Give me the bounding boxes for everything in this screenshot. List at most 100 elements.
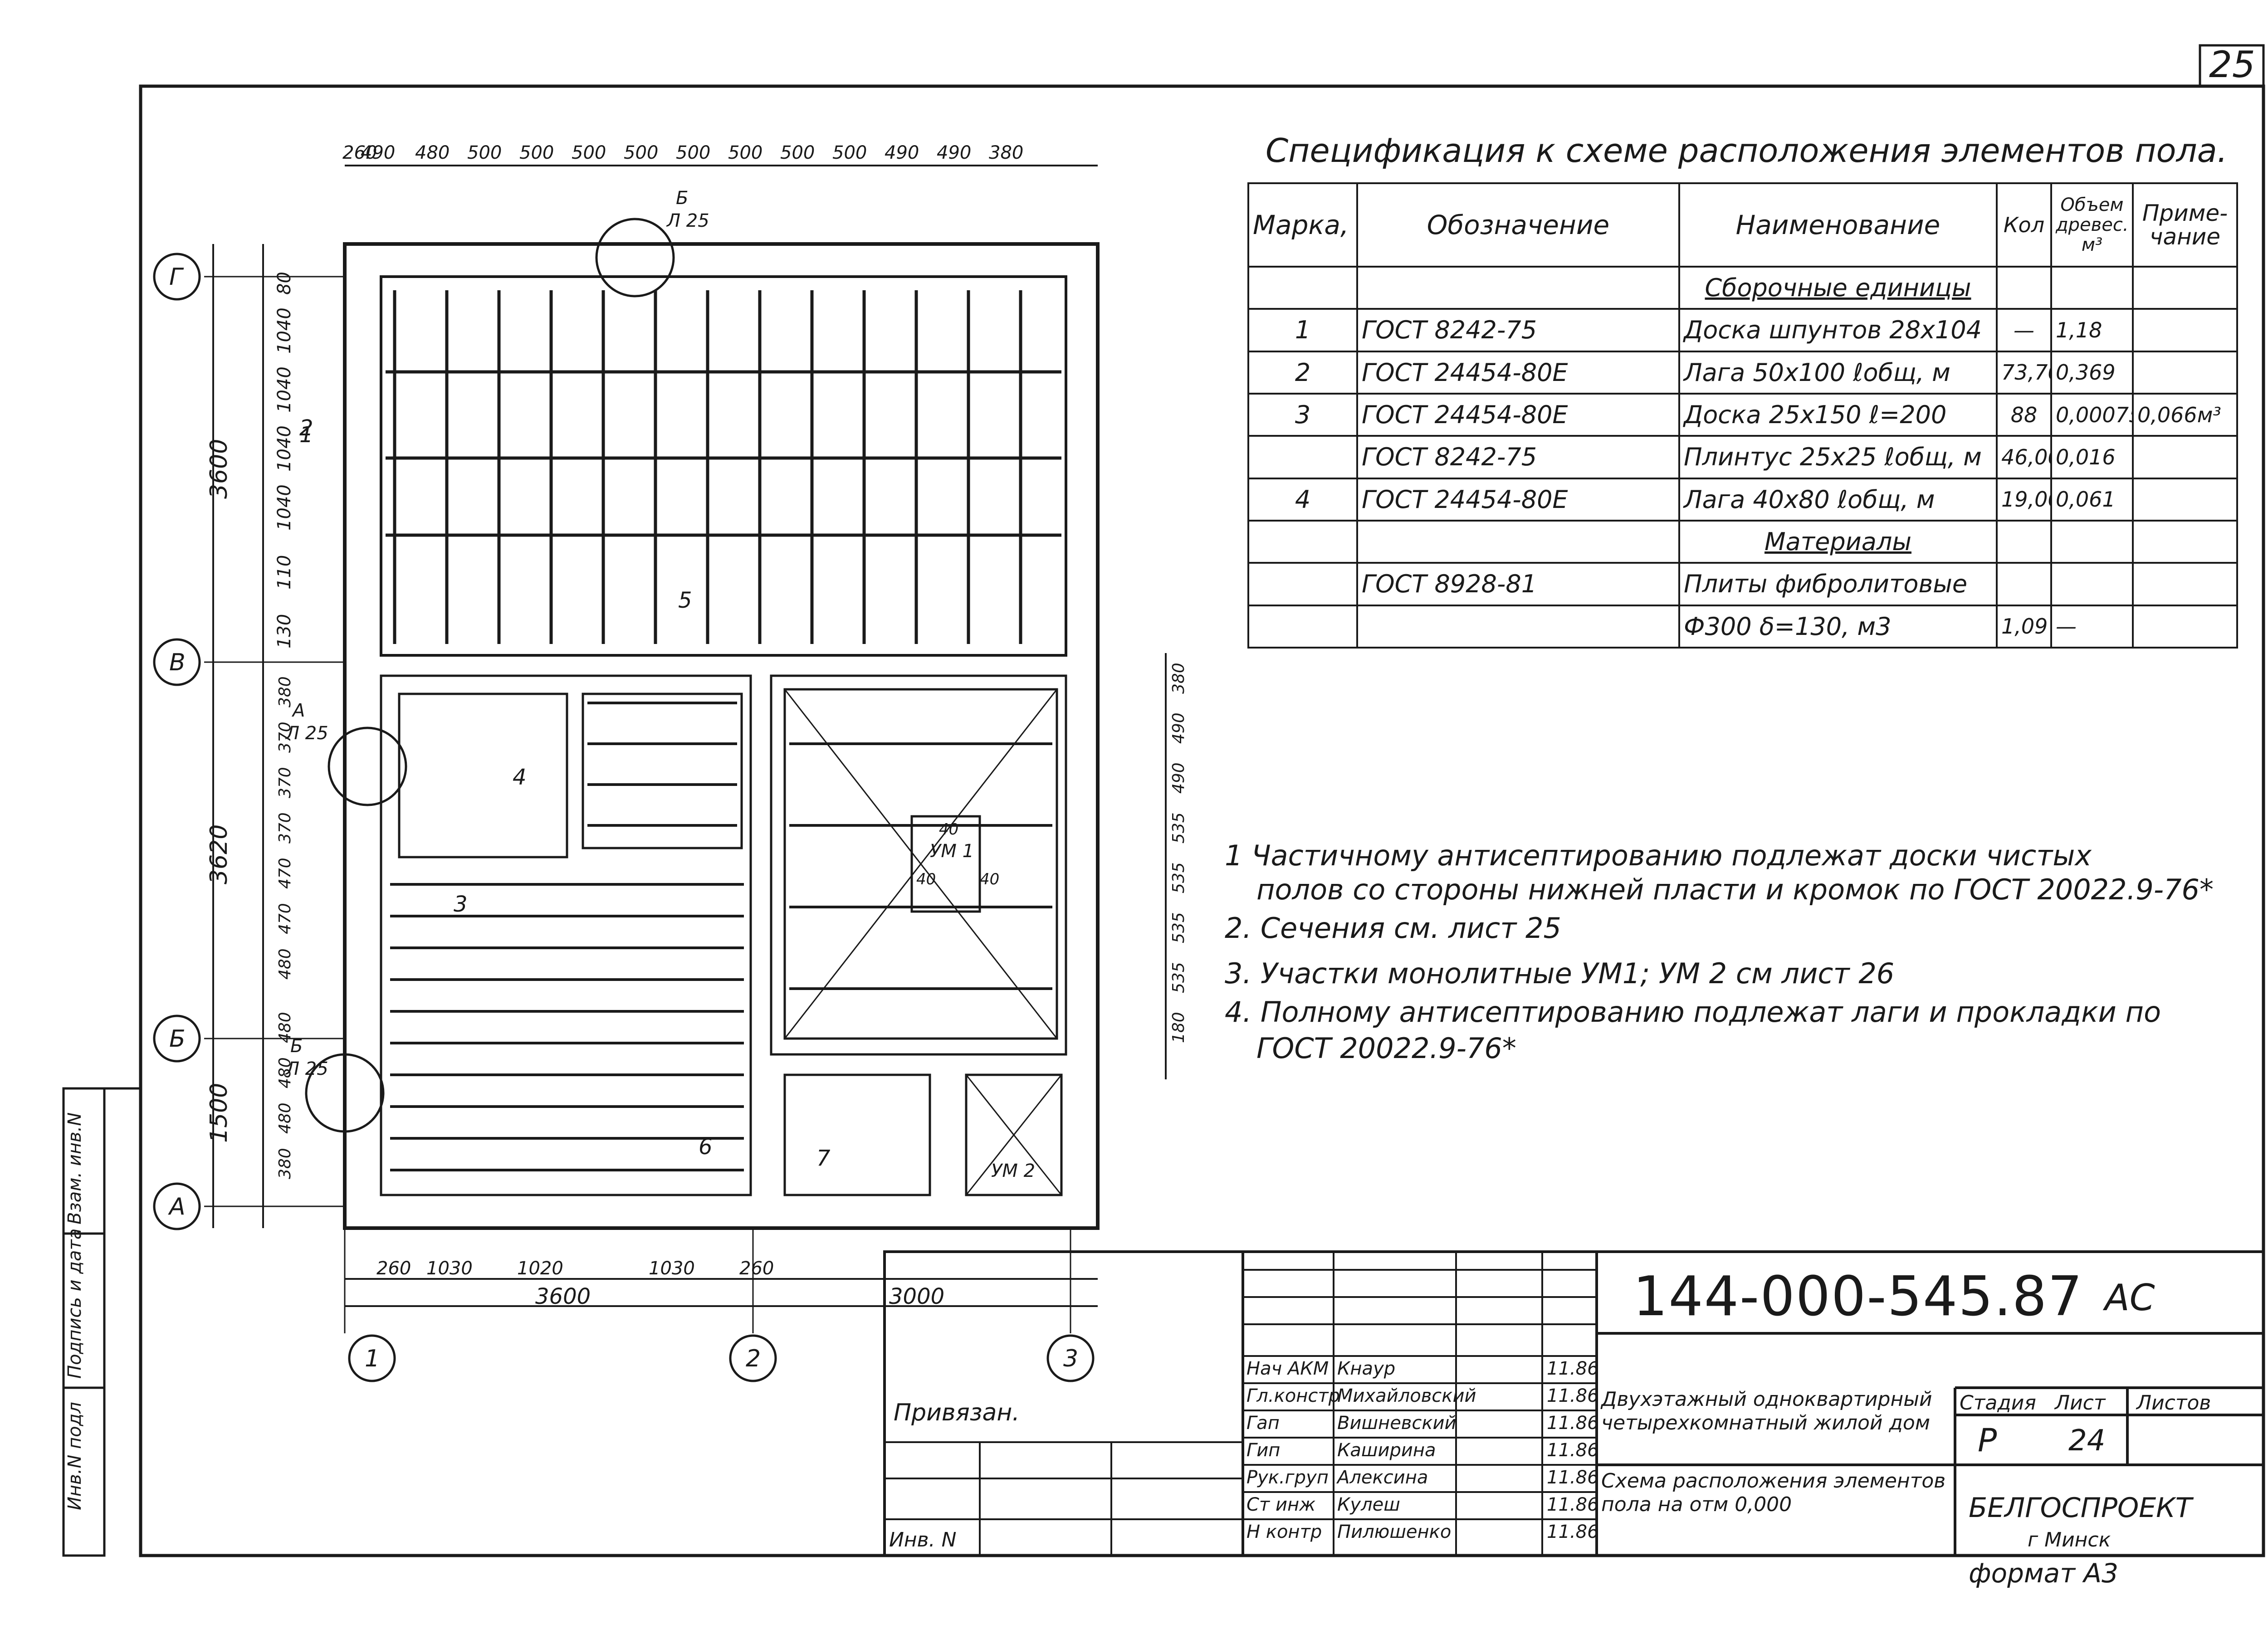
spec-cell-volume: 0,016 bbox=[2050, 435, 2134, 479]
um-label: УМ 1 bbox=[930, 841, 974, 862]
spec-cell-name: Плинтус 25x25 ℓобщ, м bbox=[1678, 435, 1998, 479]
spec-cell-name: Лага 50x100 ℓобщ, м bbox=[1678, 350, 1998, 395]
spec-cell-qty: 19,00 bbox=[1996, 477, 2052, 522]
bottom-dim: 260 bbox=[739, 1258, 774, 1279]
row-axis-label: В bbox=[169, 649, 186, 676]
spec-cell-mark bbox=[1247, 265, 1358, 310]
bottom-dim: 1030 bbox=[649, 1258, 695, 1279]
left-dim: 380 bbox=[276, 676, 294, 707]
section-callout: Б bbox=[290, 1036, 303, 1057]
spec-cell-note bbox=[2132, 519, 2238, 564]
staff-role: Гап bbox=[1246, 1413, 1280, 1434]
spec-cell-mark bbox=[1247, 562, 1358, 606]
spec-cell-note bbox=[2132, 265, 2238, 310]
right-dim: 380 bbox=[1169, 663, 1188, 694]
staff-name: Вишневский bbox=[1337, 1413, 1457, 1434]
spec-cell-designation bbox=[1356, 519, 1680, 564]
right-dim: 535 bbox=[1169, 812, 1188, 844]
spec-cell-note: 0,066м³ bbox=[2132, 392, 2238, 437]
bottom-dim: 260 bbox=[376, 1258, 411, 1279]
note-line: 1 Частичному антисептированию подлежат д… bbox=[1225, 839, 2092, 872]
left-dim: 110 bbox=[274, 555, 295, 590]
col-axis-label: 3 bbox=[1063, 1345, 1078, 1372]
spec-header: Обозначение bbox=[1356, 182, 1680, 268]
col-axis-label: 2 bbox=[746, 1345, 761, 1372]
spec-cell-qty: — bbox=[1996, 308, 2052, 352]
spec-cell-name: Ф300 δ=130, м3 bbox=[1678, 604, 1998, 649]
spec-cell-volume bbox=[2050, 519, 2134, 564]
city: г Минск bbox=[2028, 1528, 2111, 1551]
staff-date: 11.86 bbox=[1547, 1385, 1599, 1406]
section-callout: А bbox=[291, 700, 305, 721]
spec-row: Материалы bbox=[1247, 519, 2238, 564]
spec-row: Сборочные единицы bbox=[1247, 265, 2238, 310]
spec-cell-note bbox=[2132, 604, 2238, 649]
spec-cell-designation: ГОСТ 24454-80Е bbox=[1356, 392, 1680, 437]
spec-cell-designation: ГОСТ 8242-75 bbox=[1356, 435, 1680, 479]
top-dim: 490 bbox=[361, 142, 395, 163]
project-title: Двухэтажный одноквартирный четырехкомнат… bbox=[1601, 1388, 1932, 1434]
spec-cell-mark: 1 bbox=[1247, 308, 1358, 352]
left-dim: 370 bbox=[276, 722, 294, 753]
staff-role: Нач АКМ bbox=[1246, 1358, 1329, 1379]
inv-no-label: Инв. N bbox=[889, 1528, 957, 1551]
position-mark: 7 bbox=[816, 1146, 831, 1171]
title-block bbox=[883, 1250, 2265, 1557]
note-line: 4. Полному антисептированию подлежат лаг… bbox=[1225, 995, 2161, 1029]
left-dim: 470 bbox=[276, 858, 294, 889]
top-dim: 380 bbox=[989, 142, 1023, 163]
bottom-total: 3000 bbox=[889, 1284, 944, 1309]
bottom-dim: 1020 bbox=[517, 1258, 563, 1279]
sheet-label: Лист bbox=[2055, 1391, 2106, 1415]
top-dim: 500 bbox=[467, 142, 502, 163]
left-dim: 1040 bbox=[274, 484, 295, 531]
spec-cell-volume: 0,061 bbox=[2050, 477, 2134, 522]
organization: БЕЛГОСПРОЕКТ bbox=[1969, 1492, 2192, 1524]
section-callout: Л 25 bbox=[285, 1058, 328, 1079]
spec-cell-note bbox=[2132, 477, 2238, 522]
page-number: 25 bbox=[2209, 44, 2255, 86]
spec-cell-note bbox=[2132, 350, 2238, 395]
staff-date: 11.86 bbox=[1547, 1522, 1599, 1542]
staff-date: 11.86 bbox=[1547, 1494, 1599, 1515]
spec-header: Марка, поз bbox=[1247, 182, 1358, 268]
spec-header-row: Марка, поз Обозначение Наименование Кол … bbox=[1247, 182, 2238, 268]
spec-cell-mark bbox=[1247, 604, 1358, 649]
staff-role: Рук.груп bbox=[1246, 1467, 1329, 1488]
spec-cell-note bbox=[2132, 435, 2238, 479]
um-dim: 40 bbox=[916, 870, 936, 888]
spec-cell-mark: 3 bbox=[1247, 392, 1358, 437]
left-dim: 1040 bbox=[274, 307, 295, 354]
spec-cell-name: Доска шпунтов 28x104 bbox=[1678, 308, 1998, 352]
row-axis-label: Б bbox=[169, 1025, 186, 1053]
spec-cell-qty: 1,09 bbox=[1996, 604, 2052, 649]
staff-date: 11.86 bbox=[1547, 1413, 1599, 1434]
left-dim: 370 bbox=[276, 812, 294, 844]
spec-cell-name: Доска 25x150 ℓ=200 bbox=[1678, 392, 1998, 437]
format-label: формат А3 bbox=[1969, 1558, 2118, 1589]
top-dim: 480 bbox=[415, 142, 450, 163]
spec-title: Спецификация к схеме расположения элемен… bbox=[1266, 132, 2228, 170]
sheet-value: 24 bbox=[2068, 1424, 2106, 1458]
row-axis-label: Г bbox=[169, 263, 184, 291]
spec-cell-name: Материалы bbox=[1678, 519, 1998, 564]
staff-name: Пилюшенко bbox=[1337, 1522, 1452, 1542]
sheets-label: Листов bbox=[2136, 1391, 2211, 1415]
spec-cell-designation: ГОСТ 8242-75 bbox=[1356, 308, 1680, 352]
note-line: 2. Сечения см. лист 25 bbox=[1225, 912, 1561, 945]
spec-cell-name: Лага 40x80 ℓобщ, м bbox=[1678, 477, 1998, 522]
top-dim: 500 bbox=[780, 142, 815, 163]
staff-date: 11.86 bbox=[1547, 1440, 1599, 1461]
privyazan-label: Привязан. bbox=[894, 1399, 1020, 1426]
spec-cell-note bbox=[2132, 562, 2238, 606]
spec-cell-designation bbox=[1356, 265, 1680, 310]
staff-date: 11.86 bbox=[1547, 1358, 1599, 1379]
right-dim: 535 bbox=[1169, 912, 1188, 943]
staff-name: Кулеш bbox=[1337, 1494, 1400, 1515]
stage-value: Р bbox=[1978, 1422, 1997, 1459]
spec-cell-volume bbox=[2050, 562, 2134, 606]
staff-role: Ст инж bbox=[1246, 1494, 1316, 1515]
